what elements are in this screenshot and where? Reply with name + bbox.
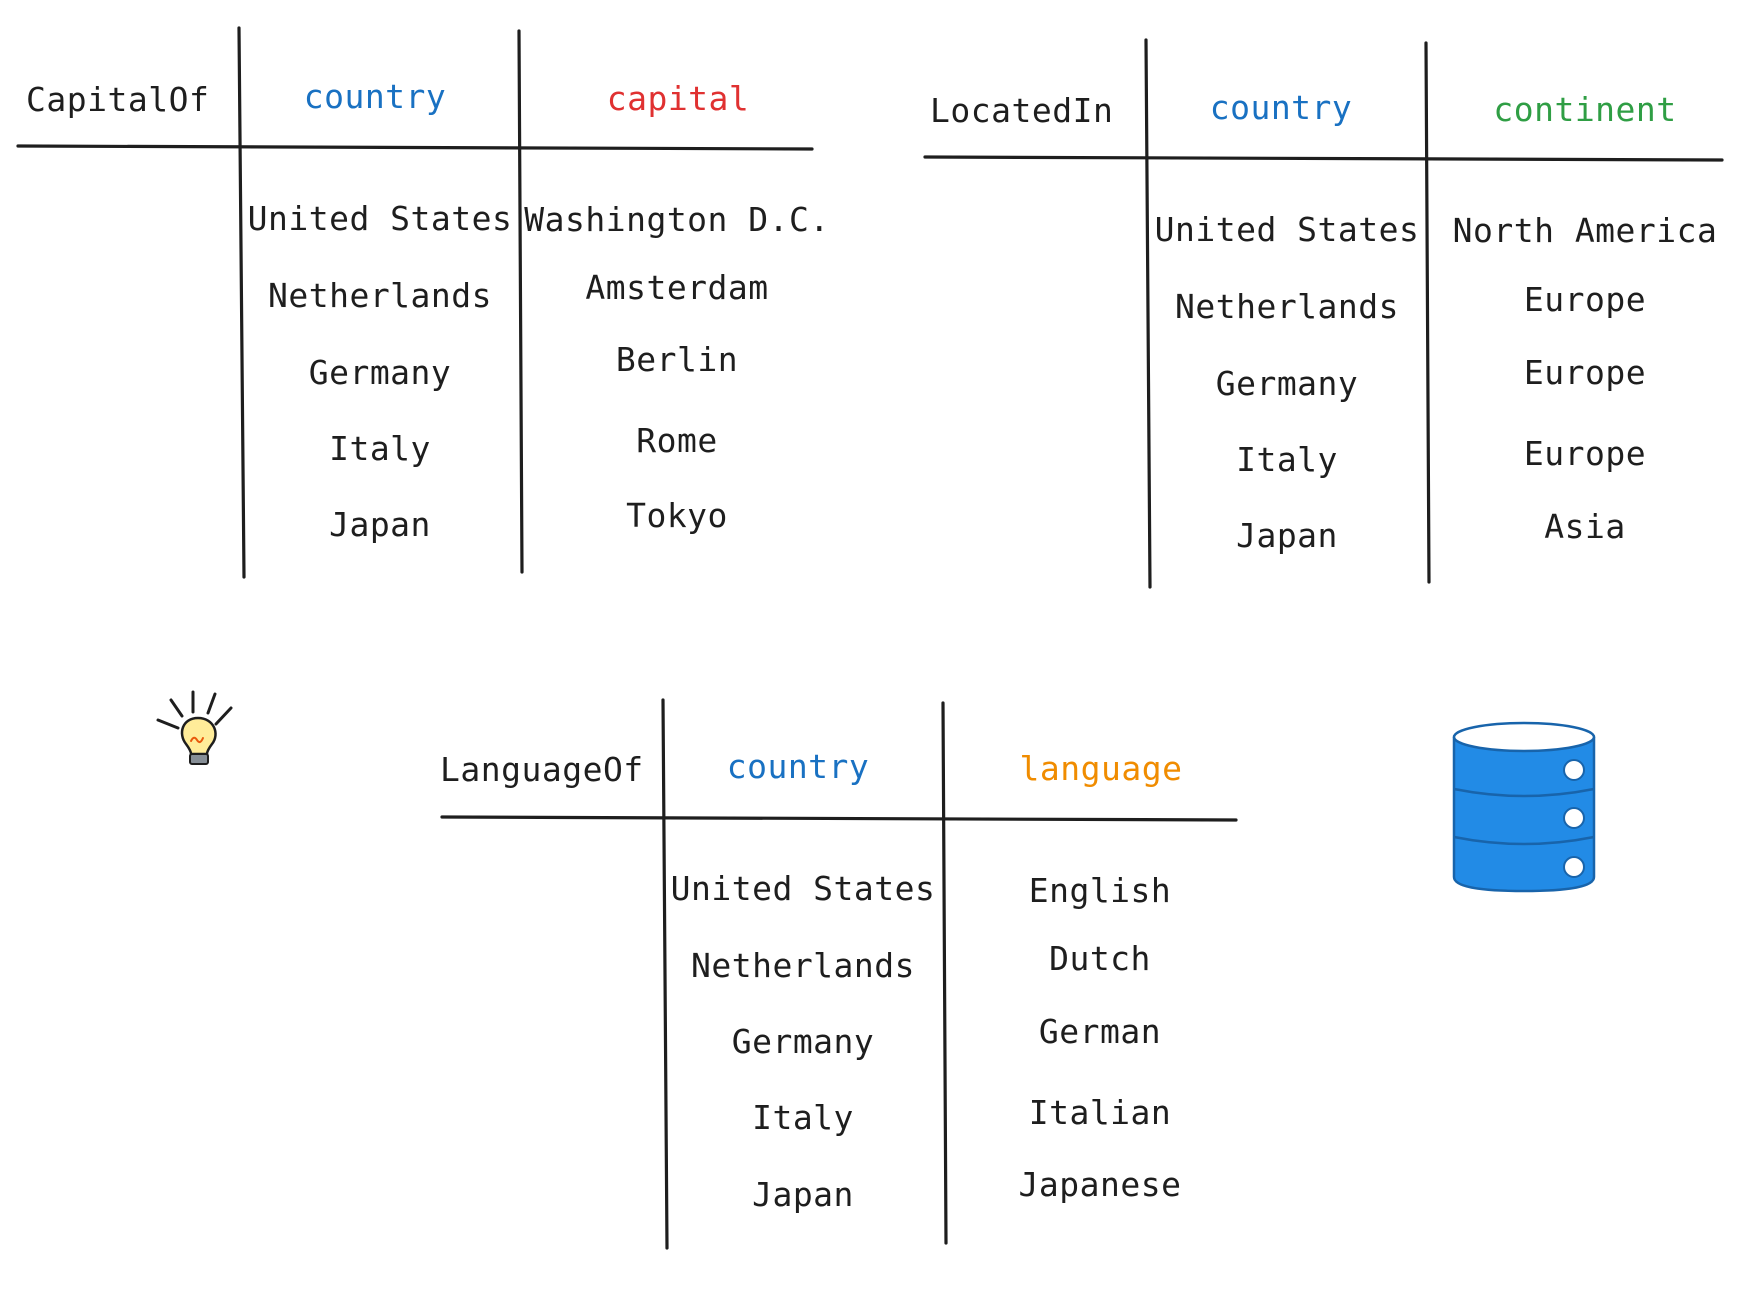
table-title: LocatedIn xyxy=(930,91,1114,130)
table-cell: Asia xyxy=(1544,507,1626,546)
table-cell: Italy xyxy=(329,429,431,468)
table-cell: Europe xyxy=(1523,353,1647,392)
table-cell: Europe xyxy=(1523,434,1647,473)
capitalof-header-rule xyxy=(16,144,814,151)
column-header-country: country xyxy=(726,747,870,786)
table-title: CapitalOf xyxy=(26,80,210,119)
table-cell: North America xyxy=(1452,211,1718,250)
locatedin-header-rule xyxy=(923,155,1724,162)
table-cell: Netherlands xyxy=(690,946,916,985)
locatedin-divider-1 xyxy=(1144,38,1152,589)
locatedin-divider-2 xyxy=(1424,41,1431,584)
table-cell: Japan xyxy=(752,1175,854,1214)
table-cell: Japan xyxy=(329,505,431,544)
table-cell: German xyxy=(1038,1012,1162,1051)
column-header-language: language xyxy=(1019,749,1183,788)
table-cell: United States xyxy=(247,199,513,238)
table-cell: Washington D.C. xyxy=(524,200,830,239)
table-cell: Japanese xyxy=(1018,1165,1182,1204)
table-cell: Europe xyxy=(1523,280,1647,319)
languageof-divider-1 xyxy=(661,698,669,1250)
table-cell: United States xyxy=(670,869,936,908)
capitalof-divider-1 xyxy=(237,26,246,579)
table-cell: Dutch xyxy=(1049,939,1151,978)
table-cell: Italy xyxy=(1236,440,1338,479)
table-cell: Rome xyxy=(636,421,718,460)
table-cell: Germany xyxy=(731,1022,875,1061)
database-icon xyxy=(1448,715,1600,897)
languageof-divider-2 xyxy=(941,701,948,1245)
table-cell: Netherlands xyxy=(267,276,493,315)
table-cell: Amsterdam xyxy=(585,268,769,307)
table-cell: Berlin xyxy=(615,340,739,379)
table-cell: Japan xyxy=(1236,516,1338,555)
column-header-country: country xyxy=(303,77,447,116)
table-cell: Tokyo xyxy=(626,496,728,535)
lightbulb-icon xyxy=(152,686,242,776)
table-cell: Italy xyxy=(752,1098,854,1137)
column-header-country: country xyxy=(1209,88,1353,127)
table-cell: English xyxy=(1028,871,1172,910)
table-cell: Germany xyxy=(1215,364,1359,403)
table-cell: Germany xyxy=(308,353,452,392)
capitalof-divider-2 xyxy=(517,29,524,574)
table-title: LanguageOf xyxy=(440,750,644,789)
table-cell: United States xyxy=(1154,210,1420,249)
column-header-capital: capital xyxy=(606,79,750,118)
languageof-header-rule xyxy=(440,815,1238,822)
table-cell: Italian xyxy=(1028,1093,1172,1132)
table-cell: Netherlands xyxy=(1174,287,1400,326)
column-header-continent: continent xyxy=(1493,90,1677,129)
